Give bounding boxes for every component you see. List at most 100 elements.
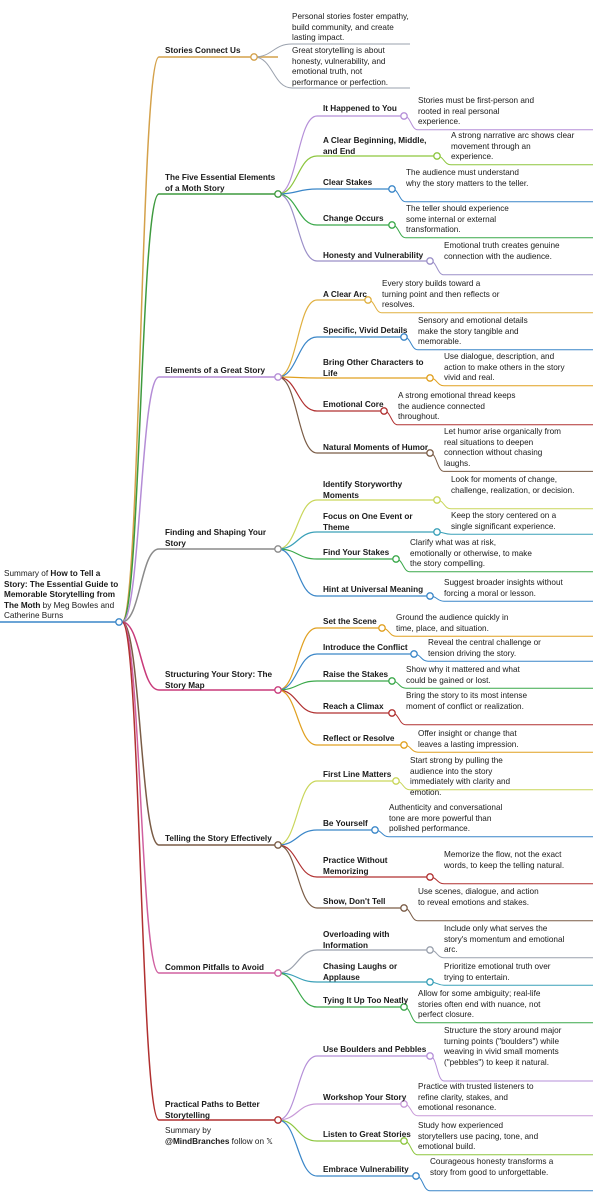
item-label: A Clear Beginning, Middle, and End bbox=[323, 136, 427, 156]
branch-node[interactable] bbox=[274, 373, 282, 381]
note-text: Ground the audience quickly in time, pla… bbox=[396, 613, 509, 633]
item-edge bbox=[277, 1103, 404, 1121]
note-edge bbox=[403, 907, 593, 922]
note-text: Use dialogue, description, and action to… bbox=[444, 352, 565, 383]
item-label: Clear Stakes bbox=[323, 178, 373, 187]
item-node[interactable] bbox=[400, 112, 408, 120]
item-node[interactable] bbox=[400, 1003, 408, 1011]
item-node[interactable] bbox=[426, 592, 434, 600]
item-node[interactable] bbox=[400, 333, 408, 341]
item-node[interactable] bbox=[388, 677, 396, 685]
item-edge bbox=[277, 499, 437, 550]
item-node[interactable] bbox=[392, 777, 400, 785]
branch-label: Elements of a Great Story bbox=[165, 366, 266, 375]
branch-node[interactable] bbox=[274, 190, 282, 198]
item-node[interactable] bbox=[400, 904, 408, 912]
item-node[interactable] bbox=[378, 624, 386, 632]
note-text: Keep the story centered on a single sign… bbox=[451, 511, 557, 531]
item-edge bbox=[277, 689, 404, 746]
note-edge bbox=[429, 876, 593, 885]
note-text: Emotional truth creates genuine connecti… bbox=[444, 241, 560, 261]
branch-node[interactable] bbox=[274, 841, 282, 849]
credit-follow[interactable]: follow on 𝕏 bbox=[229, 1136, 273, 1146]
branch-edge bbox=[121, 193, 278, 623]
item-edge bbox=[277, 844, 430, 878]
item-label: Show, Don't Tell bbox=[323, 897, 386, 906]
item-edge bbox=[277, 1055, 430, 1121]
item-node[interactable] bbox=[412, 1172, 420, 1180]
item-node[interactable] bbox=[388, 185, 396, 193]
note-text: Clarify what was at risk, emotionally or… bbox=[410, 538, 532, 569]
item-node[interactable] bbox=[371, 826, 379, 834]
note-text: Include only what serves the story's mom… bbox=[444, 924, 565, 955]
note-text: Stories must be first-person and rooted … bbox=[418, 96, 535, 127]
credit: Summary by@MindBranches follow on 𝕏 bbox=[165, 1126, 305, 1147]
item-edge bbox=[277, 531, 437, 550]
item-node[interactable] bbox=[426, 946, 434, 954]
note-text: Reveal the central challenge or tension … bbox=[428, 638, 541, 658]
item-edge bbox=[277, 193, 430, 262]
branch-node[interactable] bbox=[274, 545, 282, 553]
item-label: Chasing Laughs or Applause bbox=[323, 962, 398, 982]
item-node[interactable] bbox=[426, 1052, 434, 1060]
note-text: Memorize the flow, not the exact words, … bbox=[444, 850, 565, 870]
item-edge bbox=[277, 299, 368, 378]
item-label: Use Boulders and Pebbles bbox=[323, 1045, 427, 1054]
note-text: A strong narrative arc shows clear movem… bbox=[451, 131, 575, 162]
item-node[interactable] bbox=[426, 374, 434, 382]
item-node[interactable] bbox=[433, 152, 441, 160]
branch-edge bbox=[121, 621, 278, 846]
item-label: Overloading with Information bbox=[323, 930, 390, 950]
item-node[interactable] bbox=[400, 1100, 408, 1108]
branch-node[interactable] bbox=[274, 686, 282, 694]
item-node[interactable] bbox=[388, 709, 396, 717]
item-node[interactable] bbox=[426, 257, 434, 265]
branch-label: Stories Connect Us bbox=[165, 46, 241, 55]
item-node[interactable] bbox=[392, 555, 400, 563]
item-label: Workshop Your Story bbox=[323, 1093, 407, 1102]
item-edge bbox=[277, 949, 430, 974]
item-label: Identify Storyworthy Moments bbox=[323, 480, 403, 500]
item-edge bbox=[277, 155, 437, 195]
item-label: Raise the Stakes bbox=[323, 670, 389, 679]
item-label: Natural Moments of Humor bbox=[323, 443, 429, 452]
item-label: Listen to Great Stories bbox=[323, 1130, 411, 1139]
item-node[interactable] bbox=[426, 978, 434, 986]
note-text: Great storytelling is about honesty, vul… bbox=[292, 46, 389, 87]
branch-label: Common Pitfalls to Avoid bbox=[165, 963, 265, 972]
item-node[interactable] bbox=[364, 296, 372, 304]
item-label: Bring Other Characters to Life bbox=[323, 358, 424, 378]
root-by: by Meg Bowles and Catherine Burns bbox=[4, 600, 115, 621]
note-text: Show why it mattered and what could be g… bbox=[406, 665, 520, 685]
item-edge bbox=[277, 336, 404, 378]
note-text: Practice with trusted listeners to refin… bbox=[418, 1082, 534, 1113]
note-edge bbox=[429, 260, 593, 276]
item-edge bbox=[277, 548, 396, 560]
item-node[interactable] bbox=[433, 496, 441, 504]
item-edge bbox=[277, 193, 392, 226]
item-node[interactable] bbox=[388, 221, 396, 229]
item-node[interactable] bbox=[400, 1137, 408, 1145]
branch-node[interactable] bbox=[250, 53, 258, 61]
item-label: Reach a Climax bbox=[323, 702, 384, 711]
branch-node[interactable] bbox=[274, 969, 282, 977]
item-node[interactable] bbox=[426, 449, 434, 457]
root-node-dot[interactable] bbox=[115, 618, 123, 626]
item-label: Emotional Core bbox=[323, 400, 384, 409]
item-node[interactable] bbox=[410, 650, 418, 658]
branch-node[interactable] bbox=[274, 1116, 282, 1124]
note-text: Prioritize emotional truth over trying t… bbox=[444, 962, 551, 982]
credit-handle[interactable]: @MindBranches bbox=[165, 1136, 230, 1146]
item-node[interactable] bbox=[380, 407, 388, 415]
item-edge bbox=[277, 972, 430, 983]
branch-edge bbox=[121, 621, 278, 974]
item-label: Set the Scene bbox=[323, 617, 377, 626]
item-edge bbox=[277, 780, 396, 846]
item-label: Be Yourself bbox=[323, 819, 368, 828]
item-node[interactable] bbox=[400, 741, 408, 749]
item-label: Embrace Vulnerability bbox=[323, 1165, 409, 1174]
item-node[interactable] bbox=[426, 873, 434, 881]
note-text: Start strong by pulling the audience int… bbox=[410, 756, 511, 797]
note-text: Use scenes, dialogue, and action to reve… bbox=[418, 887, 539, 907]
item-node[interactable] bbox=[433, 528, 441, 536]
